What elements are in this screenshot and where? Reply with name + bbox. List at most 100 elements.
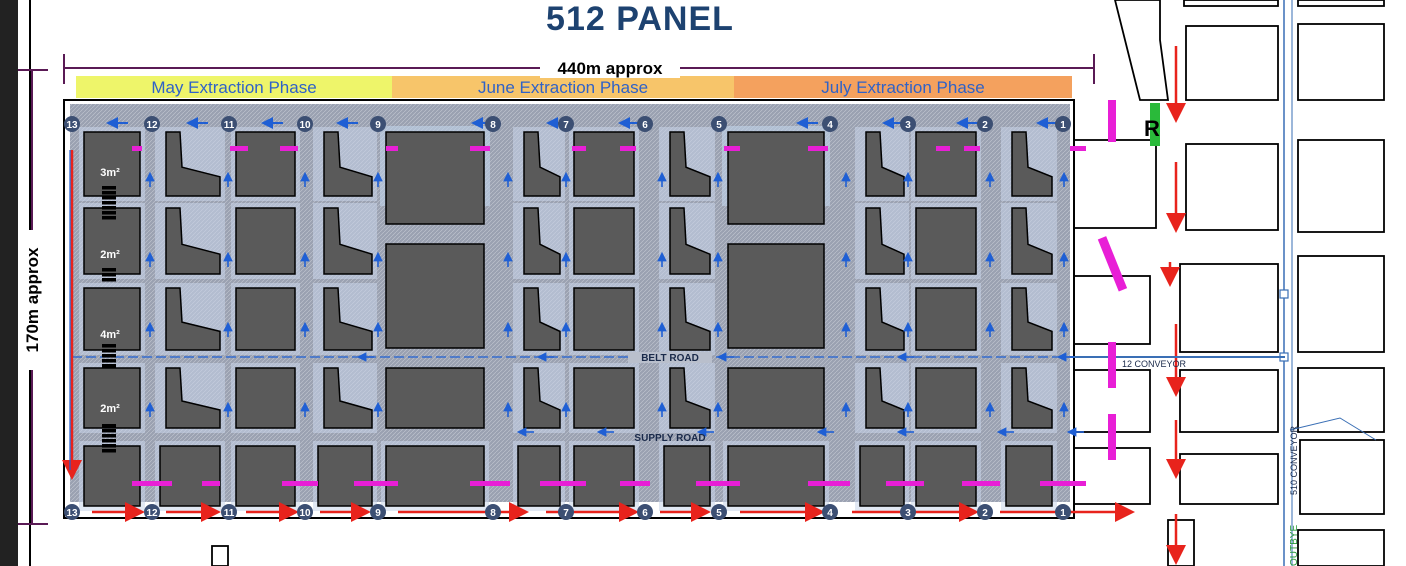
pillar <box>385 445 485 507</box>
pillar <box>573 207 635 275</box>
regulator-segment <box>102 439 116 443</box>
number-label: 9 <box>375 508 381 519</box>
pillar <box>159 445 221 507</box>
regulator-segment <box>102 206 116 210</box>
pillar <box>165 287 221 351</box>
stopping <box>470 146 490 151</box>
pillar <box>865 287 905 351</box>
conveyor-12-label: 12 CONVEYOR <box>1122 359 1187 369</box>
regulator-segment <box>102 449 116 453</box>
stopping <box>282 481 318 486</box>
number-marker <box>900 116 916 132</box>
pillar <box>669 367 711 429</box>
phase-label-2: June Extraction Phase <box>478 78 648 97</box>
pillar <box>1005 445 1053 507</box>
ventilation-stoppings <box>132 100 1128 486</box>
stopping <box>1070 146 1086 151</box>
stopping <box>964 146 980 151</box>
regulator-segment <box>102 216 116 220</box>
number-label: 6 <box>642 508 648 519</box>
roadway-block <box>1297 255 1385 353</box>
pillar <box>523 207 561 275</box>
number-label: 8 <box>490 120 496 131</box>
belt-road-label: BELT ROAD <box>641 353 699 364</box>
number-marker <box>711 504 727 520</box>
pillar <box>235 207 296 275</box>
number-marker <box>1055 504 1071 520</box>
number-label: 3 <box>905 508 911 519</box>
outbye-label: OUTBYE <box>1289 525 1300 566</box>
number-marker <box>144 116 160 132</box>
phase-bar-3 <box>734 76 1072 98</box>
pillar <box>727 445 825 507</box>
number-marker <box>900 504 916 520</box>
number-label: 13 <box>66 508 78 519</box>
stopping <box>1108 342 1116 388</box>
stopping <box>280 146 298 151</box>
stopping <box>886 481 924 486</box>
roadway-block <box>1297 529 1385 566</box>
pillar <box>669 207 711 275</box>
phase-bar-1 <box>76 76 392 98</box>
regulator-segment <box>102 359 116 363</box>
pillar <box>915 445 977 507</box>
pillar <box>1011 131 1053 197</box>
stopping <box>230 146 248 151</box>
page-title: 512 PANEL <box>546 0 734 38</box>
pillar <box>83 445 141 507</box>
stopping <box>572 146 586 151</box>
pillar <box>323 287 373 351</box>
regulator-segment <box>102 273 116 277</box>
roadway-block <box>1297 367 1385 433</box>
pillar <box>235 131 296 197</box>
number-marker <box>370 116 386 132</box>
regulator-segment <box>102 444 116 448</box>
regulator-segment <box>102 278 116 282</box>
pillar <box>385 367 485 429</box>
stopping <box>808 481 850 486</box>
pillar <box>323 131 373 197</box>
roadway-block <box>1297 0 1385 7</box>
number-label: 5 <box>716 120 722 131</box>
number-marker <box>144 504 160 520</box>
stopping <box>1108 414 1116 460</box>
height-dimension: 170m approx <box>18 69 48 525</box>
phase-label-3: July Extraction Phase <box>821 78 984 97</box>
phase-bar-2 <box>392 76 734 98</box>
pillar <box>1011 207 1053 275</box>
pillar <box>1011 367 1053 429</box>
stopping <box>724 146 740 151</box>
stopping <box>1097 236 1128 292</box>
roadway-block <box>1114 0 1170 101</box>
pillar <box>727 131 825 225</box>
number-marker <box>64 504 80 520</box>
regulator-segment <box>102 268 116 272</box>
regulators <box>102 186 116 453</box>
number-marker <box>637 504 653 520</box>
pillar <box>663 445 711 507</box>
number-marker <box>64 116 80 132</box>
height-label: 170m approx <box>23 247 42 352</box>
number-marker <box>370 504 386 520</box>
pillar <box>235 445 296 507</box>
pillar <box>517 445 561 507</box>
pillar <box>323 367 373 429</box>
roadway-block <box>1185 25 1279 101</box>
pillar <box>573 367 635 429</box>
regulator-segment <box>102 354 116 358</box>
pillar <box>83 287 141 351</box>
pillar <box>323 207 373 275</box>
roadway-block <box>1179 263 1279 353</box>
stopping <box>620 481 650 486</box>
number-label: 6 <box>642 120 648 131</box>
pillar <box>83 367 141 429</box>
number-label: 1 <box>1060 120 1066 131</box>
outbye-roadways <box>211 0 1385 566</box>
number-marker <box>558 116 574 132</box>
number-label: 9 <box>375 120 381 131</box>
number-marker <box>822 504 838 520</box>
stopping <box>132 481 172 486</box>
